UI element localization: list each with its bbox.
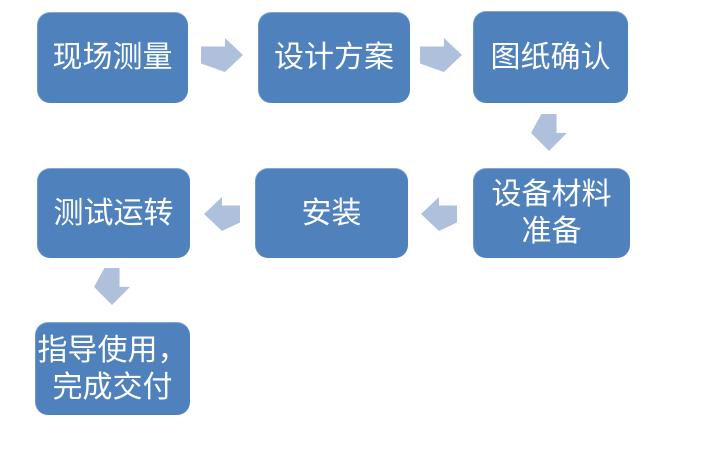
node-label: 设备材料 — [491, 177, 612, 212]
node-label: 准备 — [521, 214, 582, 249]
flow-node-onsite-measurement: 现场测量 — [37, 12, 188, 103]
flow-node-drawing-confirmation: 图纸确认 — [473, 11, 628, 103]
flow-node-equipment-material-preparation: 设备材料 准备 — [473, 168, 630, 258]
node-label: 安装 — [301, 195, 362, 231]
node-label: 测试运转 — [53, 195, 174, 231]
flow-node-installation: 安装 — [255, 168, 408, 258]
node-label: 指导使用， — [37, 332, 188, 368]
arrow-down-icon — [94, 268, 130, 305]
node-label: 图纸确认 — [490, 39, 611, 75]
arrow-right-icon — [420, 38, 462, 72]
node-label: 完成交付 — [52, 369, 173, 405]
flow-node-guide-use-complete-delivery: 指导使用， 完成交付 — [35, 322, 190, 415]
node-label: 设计方案 — [274, 40, 394, 75]
flow-node-test-operation: 测试运转 — [37, 168, 190, 258]
arrow-left-icon — [204, 197, 240, 231]
arrow-left-icon — [421, 197, 457, 231]
arrow-down-icon — [531, 114, 567, 151]
flow-node-design-plan: 设计方案 — [258, 12, 410, 103]
arrow-right-icon — [201, 38, 243, 72]
node-label: 现场测量 — [52, 40, 173, 75]
